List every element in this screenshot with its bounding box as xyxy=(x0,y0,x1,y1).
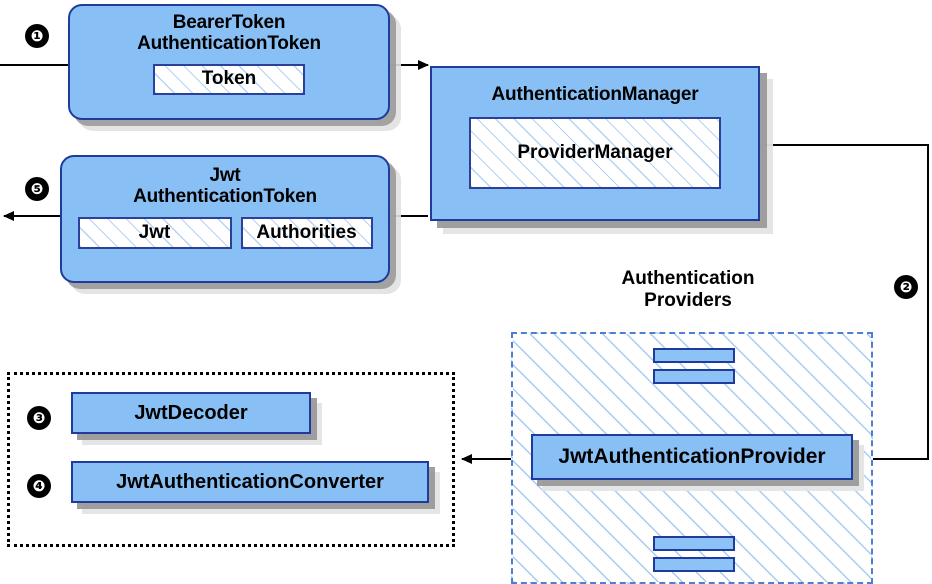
step-badge-3: ❸ xyxy=(27,406,51,430)
jwt-authentication-token-card[interactable]: Jwt AuthenticationToken Jwt Authorities xyxy=(60,155,390,283)
bearer-token-card-title: BearerToken AuthenticationToken xyxy=(70,12,388,55)
bearer-token-title-line2: AuthenticationToken xyxy=(137,33,321,55)
step-badge-2: ❷ xyxy=(894,275,918,299)
step-badge-5: ❺ xyxy=(25,177,49,201)
slot-token[interactable]: Token xyxy=(153,63,305,95)
provider-placeholder-bar-4 xyxy=(653,557,735,572)
jwt-token-slot-row: Jwt Authorities xyxy=(77,216,373,249)
jwt-token-title-line1: Jwt xyxy=(209,165,241,186)
jwt-support-container xyxy=(7,372,455,547)
bearer-token-authentication-token-card[interactable]: BearerToken AuthenticationToken Token xyxy=(68,4,390,120)
bearer-token-title-line1: BearerToken xyxy=(172,12,286,33)
provider-placeholder-bar-1 xyxy=(653,348,735,363)
slot-authorities[interactable]: Authorities xyxy=(240,216,373,249)
provider-placeholder-bar-3 xyxy=(653,536,735,551)
jwt-decoder-bar[interactable]: JwtDecoder xyxy=(71,392,311,434)
slot-provider-manager[interactable]: ProviderManager xyxy=(469,117,721,190)
authentication-providers-title: Authentication Providers xyxy=(563,268,813,311)
authentication-providers-title-line1: Authentication xyxy=(621,268,755,289)
jwt-authentication-provider-bar[interactable]: JwtAuthenticationProvider xyxy=(531,434,853,480)
step-badge-4: ❹ xyxy=(27,474,51,498)
jwt-authentication-converter-bar[interactable]: JwtAuthenticationConverter xyxy=(71,461,429,503)
authentication-providers-title-line2: Providers xyxy=(644,289,732,311)
jwt-token-card-title: Jwt AuthenticationToken xyxy=(62,165,388,208)
provider-placeholder-bar-2 xyxy=(653,369,735,384)
authentication-manager-box[interactable]: AuthenticationManager ProviderManager xyxy=(430,66,760,221)
step-badge-1: ❶ xyxy=(25,24,49,48)
slot-jwt[interactable]: Jwt xyxy=(77,216,232,249)
authentication-manager-title: AuthenticationManager xyxy=(491,84,699,105)
jwt-token-title-line2: AuthenticationToken xyxy=(133,186,317,208)
